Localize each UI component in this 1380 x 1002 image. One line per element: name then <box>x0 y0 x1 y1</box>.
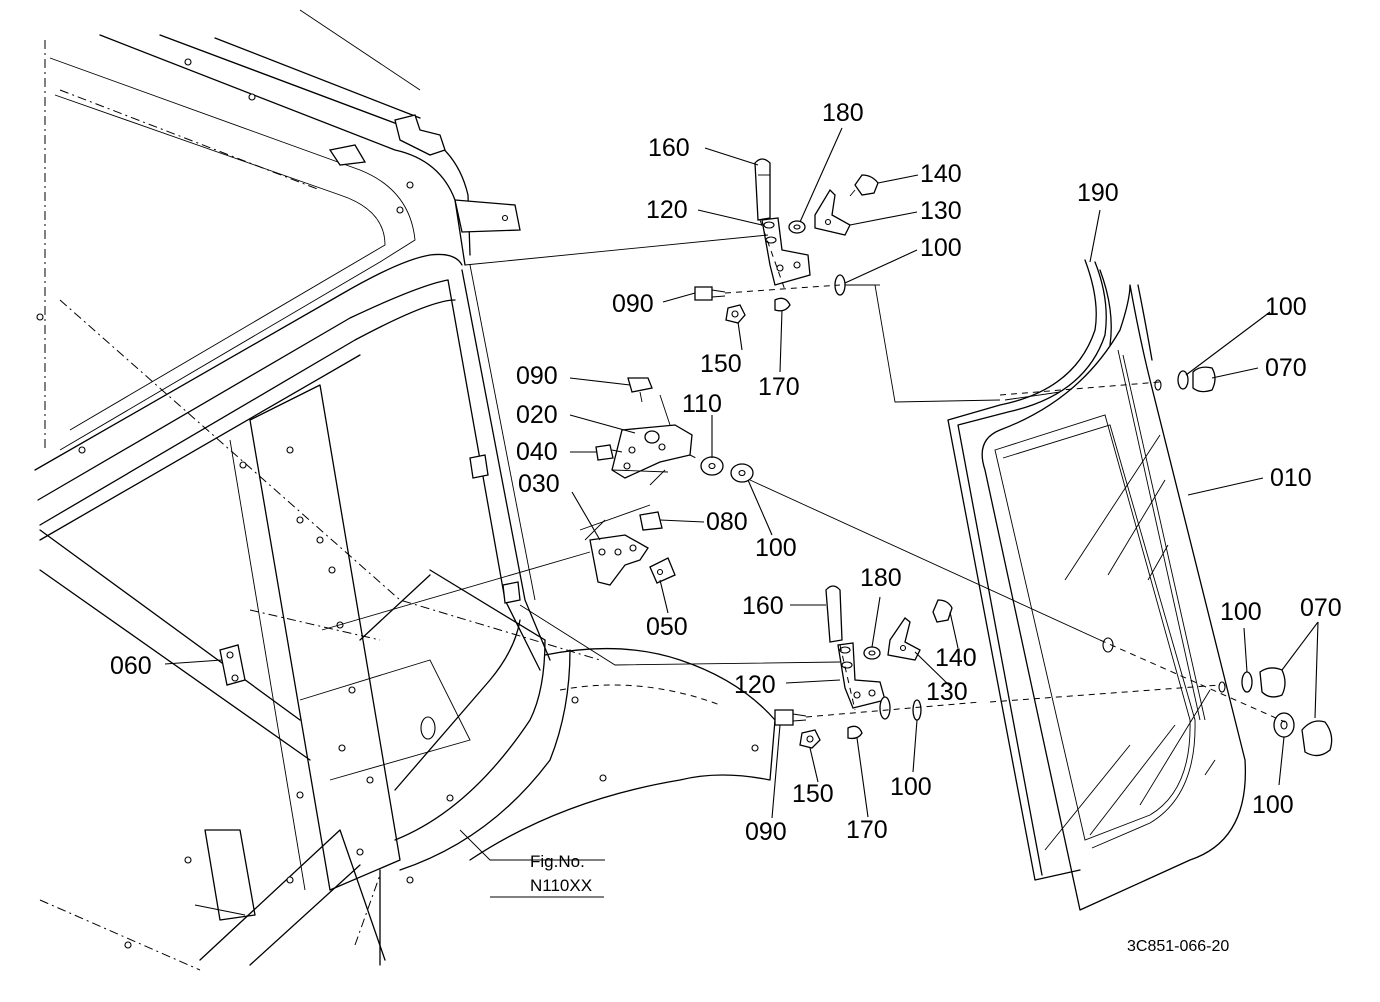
cab-frame <box>34 9 776 971</box>
callout-labels: 180 160 140 120 130 100 090 150 170 190 … <box>110 99 1342 846</box>
callout-050: 050 <box>646 613 688 641</box>
callout-190: 190 <box>1077 179 1119 207</box>
callout-030: 030 <box>518 470 560 498</box>
fig-no-value: N110XX <box>530 876 592 895</box>
upper-hinge-group <box>694 158 879 324</box>
lower-hinge-group <box>774 585 981 749</box>
callout-090: 090 <box>516 362 558 390</box>
callout-160: 160 <box>742 592 784 620</box>
figure-number: Fig.No. N110XX <box>490 852 604 898</box>
callout-070: 070 <box>1300 594 1342 622</box>
callout-090: 090 <box>612 290 654 318</box>
leader-lines <box>164 127 1319 819</box>
callout-150: 150 <box>792 780 834 808</box>
callout-100: 100 <box>890 773 932 801</box>
callout-180: 180 <box>860 564 902 592</box>
knob-group <box>1177 366 1333 757</box>
callout-130: 130 <box>920 197 962 225</box>
callout-170: 170 <box>758 373 800 401</box>
callout-020: 020 <box>516 401 558 429</box>
assembly-lines <box>321 234 1286 861</box>
callout-150: 150 <box>700 350 742 378</box>
callout-100: 100 <box>1265 293 1307 321</box>
callout-140: 140 <box>920 160 962 188</box>
callout-170: 170 <box>846 816 888 844</box>
callout-120: 120 <box>734 671 776 699</box>
middle-hinge-group <box>219 377 754 686</box>
callout-060: 060 <box>110 652 152 680</box>
door-glass-assembly <box>947 259 1247 911</box>
callout-120: 120 <box>646 196 688 224</box>
callout-100: 100 <box>920 234 962 262</box>
callout-070: 070 <box>1265 354 1307 382</box>
callout-140: 140 <box>935 644 977 672</box>
callout-100: 100 <box>1220 598 1262 626</box>
callout-080: 080 <box>706 508 748 536</box>
callout-090: 090 <box>745 818 787 846</box>
fig-no-label: Fig.No. <box>530 852 585 871</box>
callout-100: 100 <box>1252 791 1294 819</box>
callout-130: 130 <box>926 678 968 706</box>
callout-180: 180 <box>822 99 864 127</box>
drawing-code: 3C851-066-20 <box>1127 938 1229 955</box>
callout-040: 040 <box>516 438 558 466</box>
callout-010: 010 <box>1270 464 1312 492</box>
callout-110: 110 <box>682 390 722 418</box>
callout-160: 160 <box>648 134 690 162</box>
callout-100: 100 <box>755 534 797 562</box>
